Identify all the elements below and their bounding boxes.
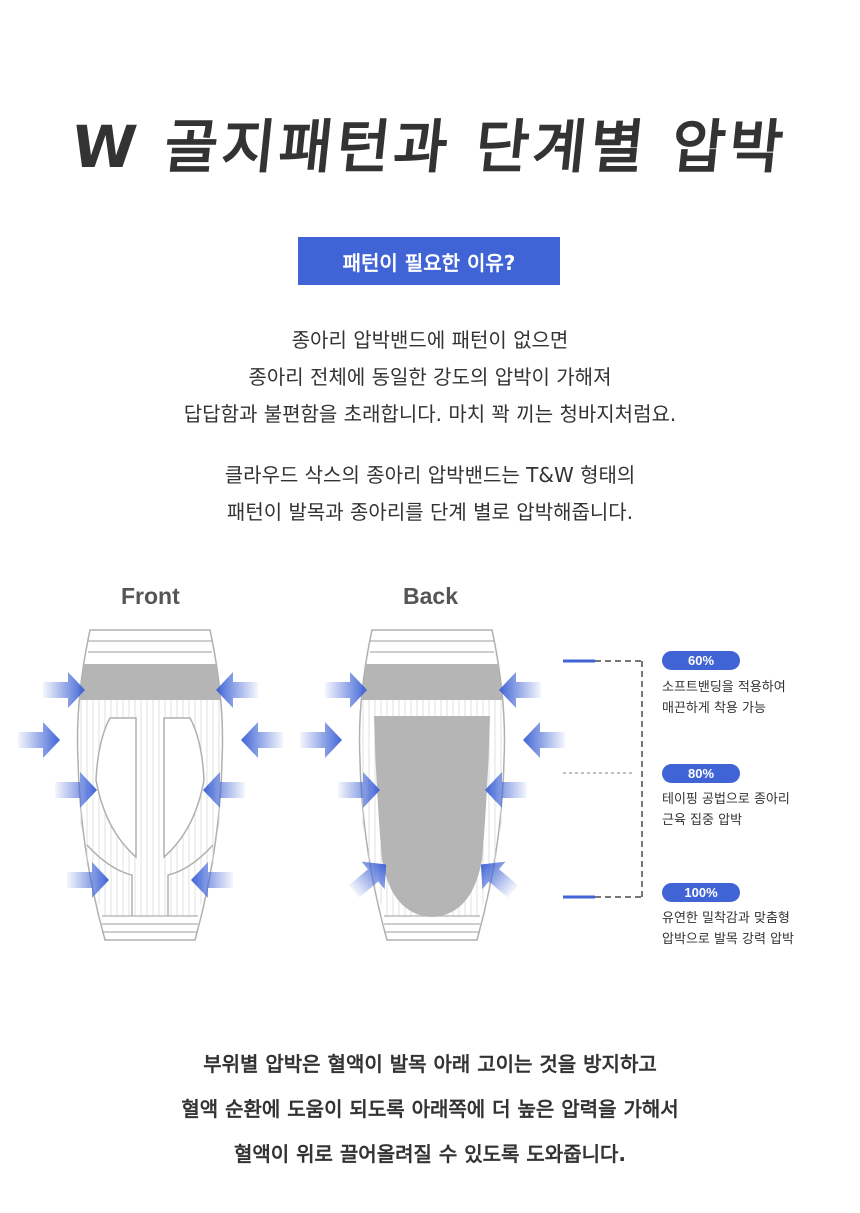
intro-paragraph: 종아리 압박밴드에 패턴이 없으면 종아리 전체에 동일한 강도의 압박이 가해… <box>0 322 860 433</box>
back-sleeve <box>358 629 506 941</box>
compression-arrow-icon <box>203 772 245 808</box>
intro-line: 종아리 압박밴드에 패턴이 없으면 <box>291 328 569 352</box>
soft-band <box>79 664 221 700</box>
level-desc-line: 압박으로 발목 강력 압박 <box>662 932 794 947</box>
compression-arrow-icon <box>338 772 380 808</box>
level-desc-line: 매끈하게 착용 가능 <box>662 701 766 716</box>
t-pattern-left <box>95 717 137 859</box>
level-desc-line: 소프트밴딩을 적용하여 <box>662 680 786 695</box>
t-pattern-right <box>163 717 205 859</box>
compression-arrow-icon <box>43 672 85 708</box>
level-desc-80: 테이핑 공법으로 종아리 근육 집중 압박 <box>662 789 790 831</box>
compression-arrow-icon <box>523 722 565 758</box>
compression-arrow-icon <box>216 672 258 708</box>
closing-paragraph: 부위별 압박은 혈액이 발목 아래 고이는 것을 방지하고 혈액 순환에 도움이… <box>0 1042 860 1177</box>
level-badge-60: 60% <box>662 651 740 670</box>
compression-arrow-icon <box>55 772 97 808</box>
compression-arrow-icon <box>67 862 109 898</box>
compression-arrow-icon <box>300 722 342 758</box>
compression-arrow-icon <box>191 862 233 898</box>
intro-line: 종아리 전체에 동일한 강도의 압박이 가해져 <box>248 365 612 389</box>
compression-arrow-icon <box>348 861 387 898</box>
compression-arrow-icon <box>325 672 367 708</box>
intro-line: 답답함과 불편함을 초래합니다. 마치 꽉 끼는 청바지처럼요. <box>183 402 677 426</box>
brand-line: 패턴이 발목과 종아리를 단계 별로 압박해줍니다. <box>226 500 634 524</box>
level-desc-line: 테이핑 공법으로 종아리 <box>662 792 790 807</box>
level-desc-line: 유연한 밀착감과 맞춤형 <box>662 911 790 926</box>
closing-line: 부위별 압박은 혈액이 발목 아래 고이는 것을 방지하고 <box>203 1052 657 1076</box>
closing-line: 혈액 순환에 도움이 되도록 아래쪽에 더 높은 압력을 가해서 <box>181 1097 679 1121</box>
closing-line: 혈액이 위로 끌어올려질 수 있도록 도와줍니다. <box>233 1142 626 1166</box>
soft-band <box>361 664 503 700</box>
front-label: Front <box>121 583 180 609</box>
legend-connectors <box>563 659 643 899</box>
taping-panel <box>374 716 490 917</box>
compression-arrow-icon <box>485 772 527 808</box>
compression-arrow-icon <box>480 861 519 898</box>
compression-arrow-icon <box>241 722 283 758</box>
brand-line: 클라우드 삭스의 종아리 압박밴드는 T&W 형태의 <box>224 463 636 487</box>
level-desc-line: 근육 집중 압박 <box>662 813 743 828</box>
brand-paragraph: 클라우드 삭스의 종아리 압박밴드는 T&W 형태의 패턴이 발목과 종아리를 … <box>0 457 860 531</box>
compression-arrow-icon <box>18 722 60 758</box>
reason-button[interactable]: 패턴이 필요한 이유? <box>298 237 560 285</box>
level-desc-100: 유연한 밀착감과 맞춤형 압박으로 발목 강력 압박 <box>662 908 794 950</box>
level-desc-60: 소프트밴딩을 적용하여 매끈하게 착용 가능 <box>662 677 786 719</box>
back-label: Back <box>403 583 458 609</box>
level-badge-100: 100% <box>662 883 740 902</box>
compression-arrow-icon <box>499 672 541 708</box>
level-badge-80: 80% <box>662 764 740 783</box>
w-pattern-lines <box>86 844 214 916</box>
front-sleeve <box>76 629 224 941</box>
